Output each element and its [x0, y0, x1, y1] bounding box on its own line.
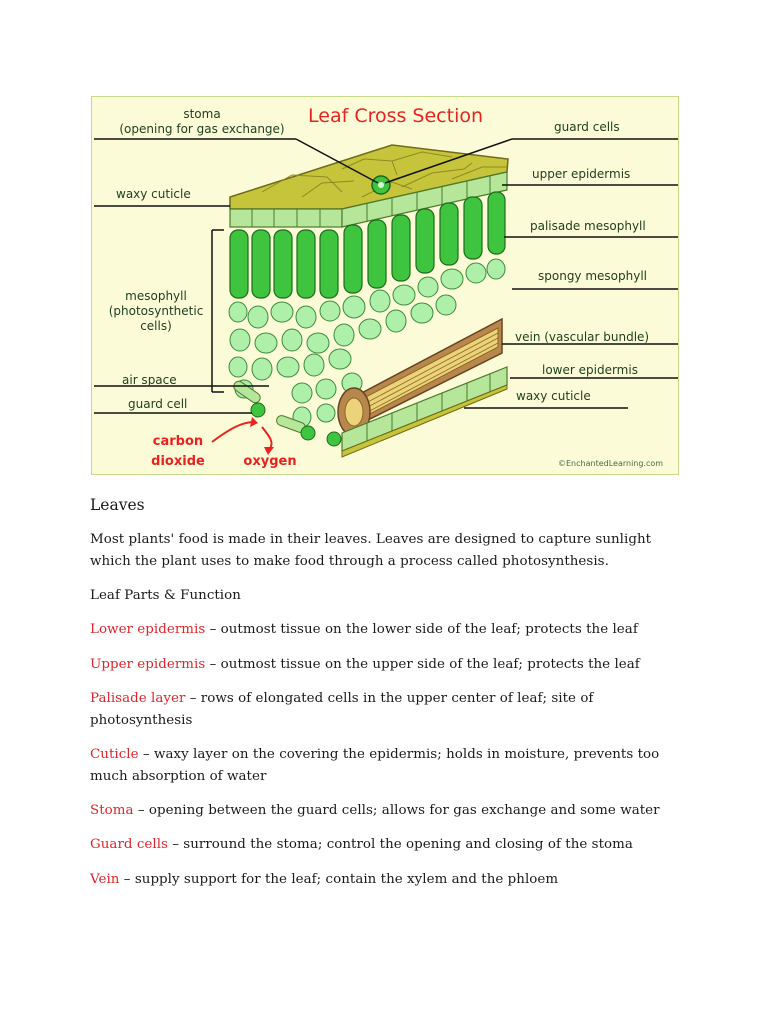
definition-desc: – supply support for the leaf; contain t…	[119, 872, 558, 887]
definition-desc: – surround the stoma; control the openin…	[168, 837, 633, 852]
label-air-space: air space	[122, 373, 177, 387]
leaf-cross-section-figure: Leaf Cross Section	[91, 96, 679, 475]
label-stoma: stoma	[183, 107, 220, 121]
figure-title: Leaf Cross Section	[308, 105, 483, 127]
label-lower-epidermis: lower epidermis	[542, 363, 638, 377]
definition-item: Vein – supply support for the leaf; cont…	[90, 869, 690, 891]
definition-term: Cuticle	[90, 747, 139, 762]
label-upper-epidermis: upper epidermis	[532, 167, 630, 181]
label-oxygen: oxygen	[243, 454, 296, 469]
definition-desc: – outmost tissue on the lower side of th…	[205, 622, 638, 637]
label-spongy-mesophyll: spongy mesophyll	[538, 269, 647, 283]
label-mesophyll: mesophyll	[125, 289, 187, 303]
label-carbon: carbon	[153, 434, 203, 449]
section-heading: Leaves	[90, 496, 145, 514]
label-stoma-desc: (opening for gas exchange)	[119, 122, 284, 136]
definition-term: Stoma	[90, 803, 134, 818]
label-waxy-cuticle-bottom: waxy cuticle	[516, 389, 591, 403]
definition-item: Guard cells – surround the stoma; contro…	[90, 834, 690, 856]
definition-item: Stoma – opening between the guard cells;…	[90, 800, 690, 822]
label-mesophyll-cells: cells)	[140, 319, 172, 333]
label-guard-cells: guard cells	[554, 120, 620, 134]
definition-desc: – waxy layer on the covering the epiderm…	[90, 747, 659, 784]
label-waxy-cuticle-top: waxy cuticle	[116, 187, 191, 201]
definition-term: Upper epidermis	[90, 657, 205, 672]
definition-term: Lower epidermis	[90, 622, 205, 637]
label-mesophyll-desc: (photosynthetic	[109, 304, 204, 318]
definition-desc: – opening between the guard cells; allow…	[134, 803, 660, 818]
definition-item: Cuticle – waxy layer on the covering the…	[90, 744, 690, 788]
definition-desc: – outmost tissue on the upper side of th…	[205, 657, 640, 672]
definition-item: Lower epidermis – outmost tissue on the …	[90, 619, 690, 641]
arrow-head-icon	[250, 417, 258, 427]
intro-paragraph: Most plants' food is made in their leave…	[90, 529, 690, 573]
subheading: Leaf Parts & Function	[90, 585, 690, 607]
leaf-diagram: Leaf Cross Section	[92, 97, 679, 475]
definition-item: Upper epidermis – outmost tissue on the …	[90, 654, 690, 676]
label-guard-cell: guard cell	[128, 397, 187, 411]
label-palisade-mesophyll: palisade mesophyll	[530, 219, 646, 233]
figure-credit: ©EnchantedLearning.com	[558, 459, 663, 468]
label-dioxide: dioxide	[151, 454, 205, 469]
definition-term: Palisade layer	[90, 691, 185, 706]
label-vein: vein (vascular bundle)	[515, 330, 649, 344]
definition-term: Guard cells	[90, 837, 168, 852]
definition-term: Vein	[90, 872, 119, 887]
gas-exchange-arrows	[212, 422, 272, 449]
stoma-opening-icon	[378, 182, 384, 188]
definition-item: Palisade layer – rows of elongated cells…	[90, 688, 690, 732]
